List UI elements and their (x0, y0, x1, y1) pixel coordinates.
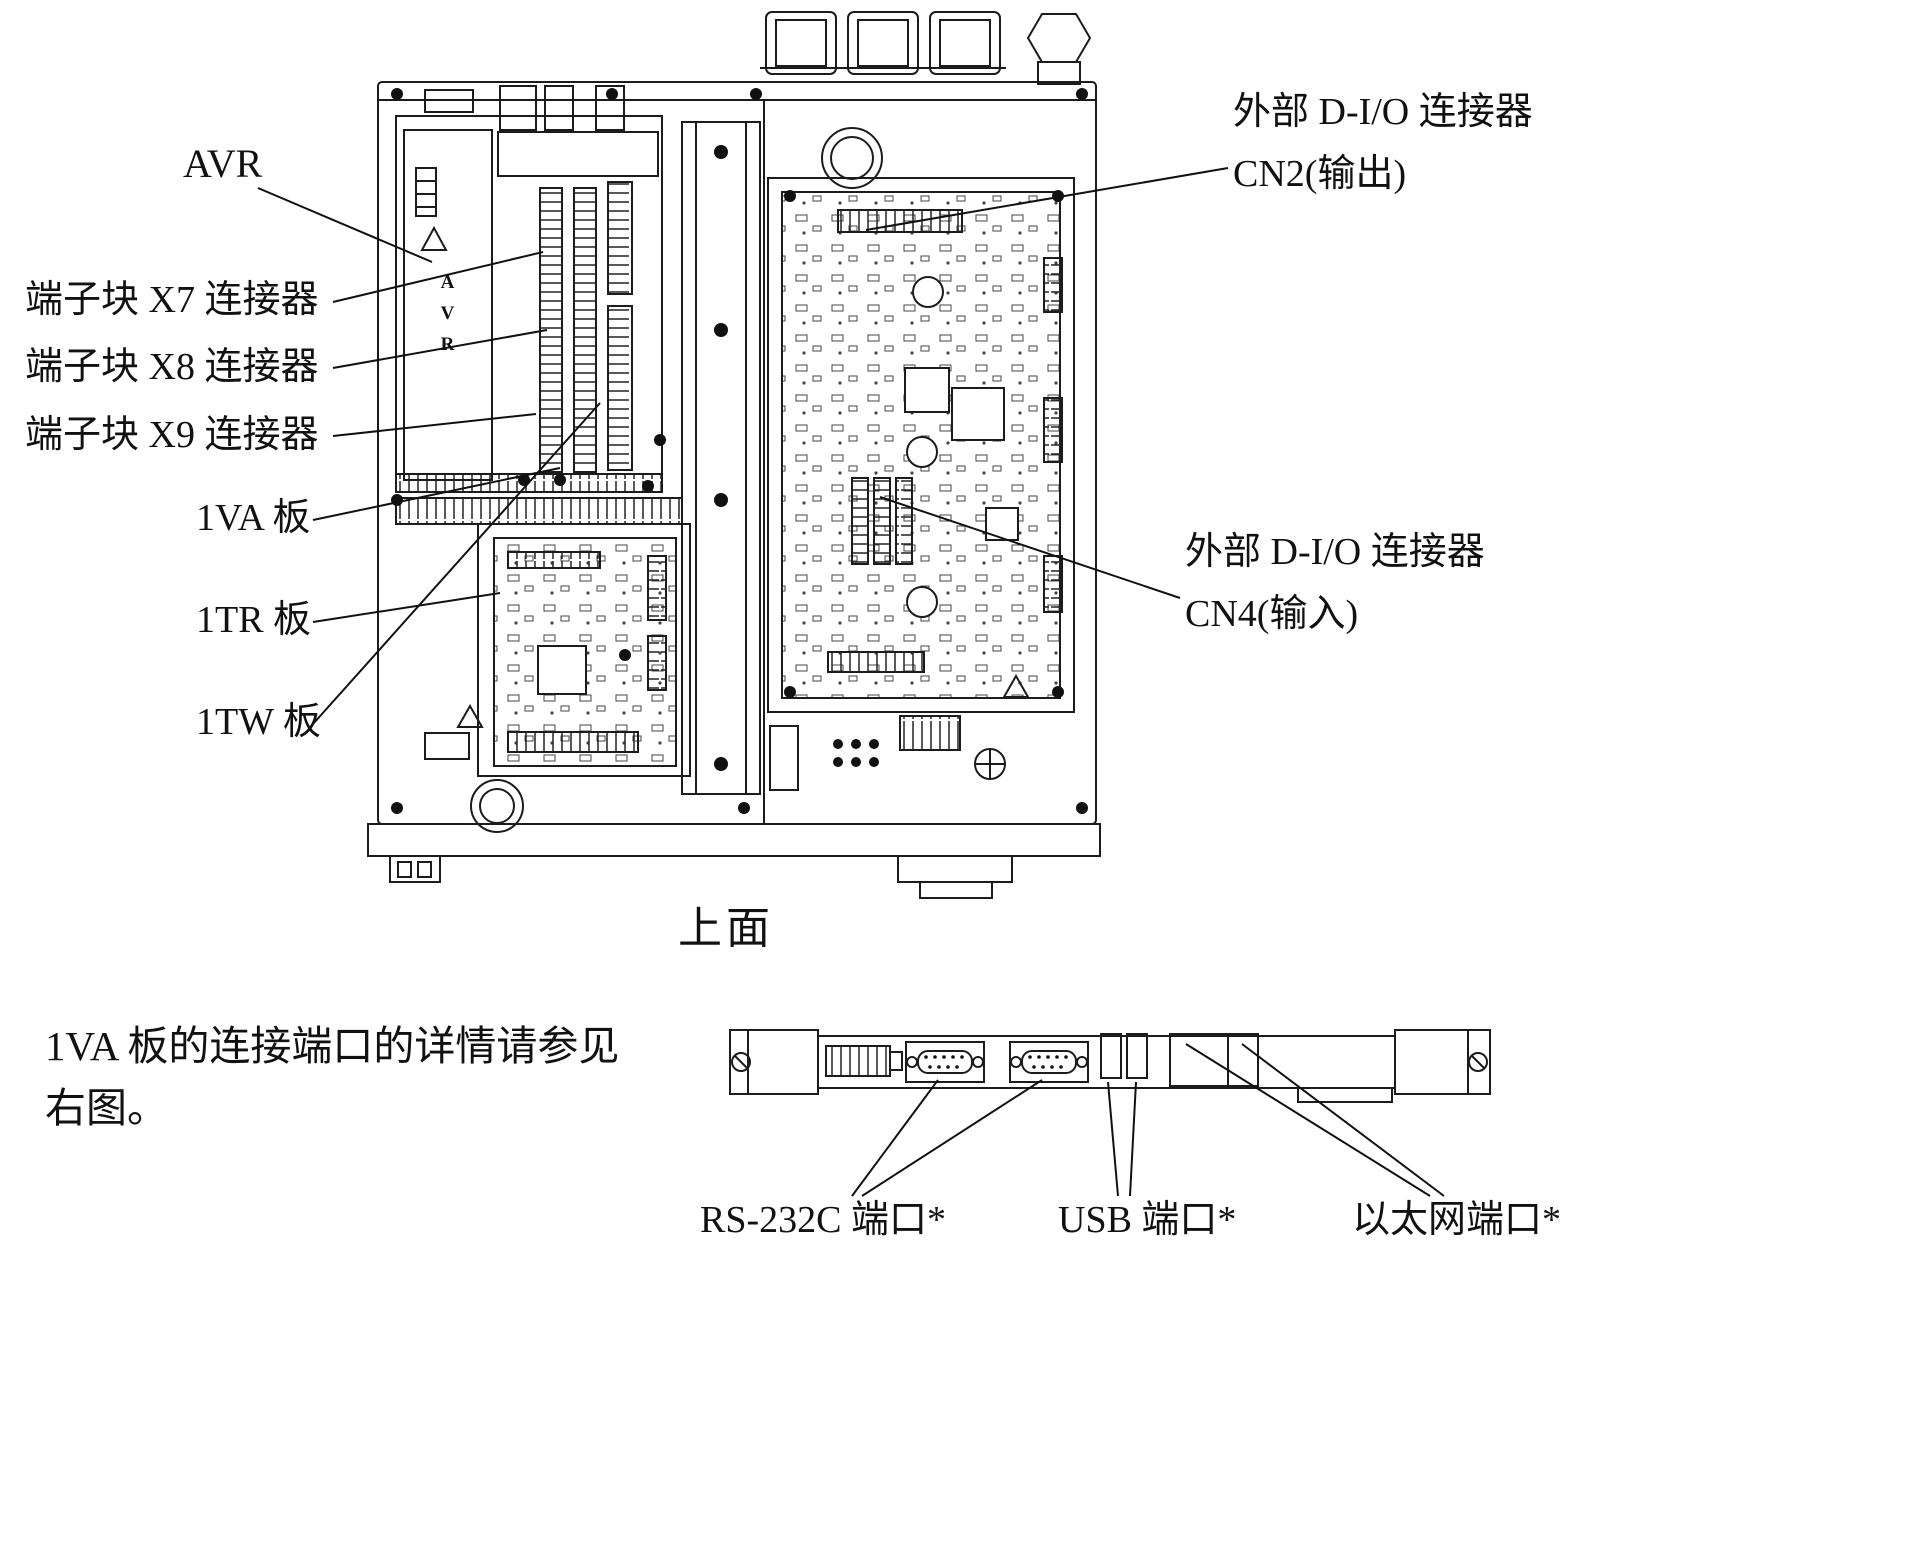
callout-ext-dio-cn4-line1: 外部 D-I/O 连接器 (1185, 531, 1485, 573)
cable-gland (1026, 13, 1092, 63)
connector-cn2 (837, 209, 963, 233)
bottom-fittings (769, 725, 1006, 791)
callout-ext-dio-cn2-line2: CN2(输出) (1233, 152, 1407, 195)
callout-1tr-board: 1TR 板 (196, 599, 312, 641)
callout-ext-dio-cn2: 外部 D-I/O 连接器 CN2(输出) (1233, 82, 1533, 205)
callout-ethernet-port: 以太网端口* (1352, 1199, 1562, 1241)
callout-ext-dio-cn4: 外部 D-I/O 连接器 CN4(输入) (1185, 522, 1485, 645)
base-flange (367, 823, 1101, 857)
right-pcb (767, 177, 1075, 751)
connector-cn4 (851, 477, 913, 565)
callout-terminal-x7: 端子块 X7 连接器 (25, 279, 319, 321)
note-line1: 1VA 板的连接端口的详情请参见 (45, 1023, 620, 1069)
callout-ext-dio-cn4-line2: CN4(输入) (1185, 592, 1359, 635)
avr-unit-marking: AVR (437, 272, 458, 365)
usb-ports (1100, 1033, 1148, 1079)
callout-1tw-board: 1TW 板 (196, 701, 321, 743)
warning-triangle-icon (1002, 673, 1030, 698)
panel-strip-drawing (729, 1029, 1491, 1103)
callout-ext-dio-cn2-line1: 外部 D-I/O 连接器 (1233, 91, 1533, 133)
center-bracket (681, 121, 883, 795)
enclosure-outline (367, 11, 1101, 899)
ethernet-port (1169, 1033, 1259, 1087)
rs232c-port-2 (1009, 1041, 1089, 1083)
lower-left-pcb (424, 523, 691, 833)
callout-usb-port: USB 端口* (1058, 1199, 1237, 1241)
screws (391, 88, 1088, 814)
callout-avr: AVR (183, 141, 263, 186)
warning-triangle-icon (420, 225, 448, 251)
callout-rs232c-port: RS-232C 端口* (700, 1199, 946, 1241)
warning-triangle-icon (456, 703, 484, 728)
rs232c-port-1 (905, 1041, 985, 1083)
callout-1va-board: 1VA 板 (196, 497, 311, 539)
leader-lines-panel-view (851, 1043, 1445, 1197)
callout-terminal-x9: 端子块 X9 连接器 (25, 414, 319, 456)
note-line2: 右图。 (45, 1085, 168, 1131)
leader-lines-top-view (257, 167, 1229, 725)
top-view-caption: 上面 (678, 904, 774, 953)
callout-terminal-x8: 端子块 X8 连接器 (25, 346, 319, 388)
